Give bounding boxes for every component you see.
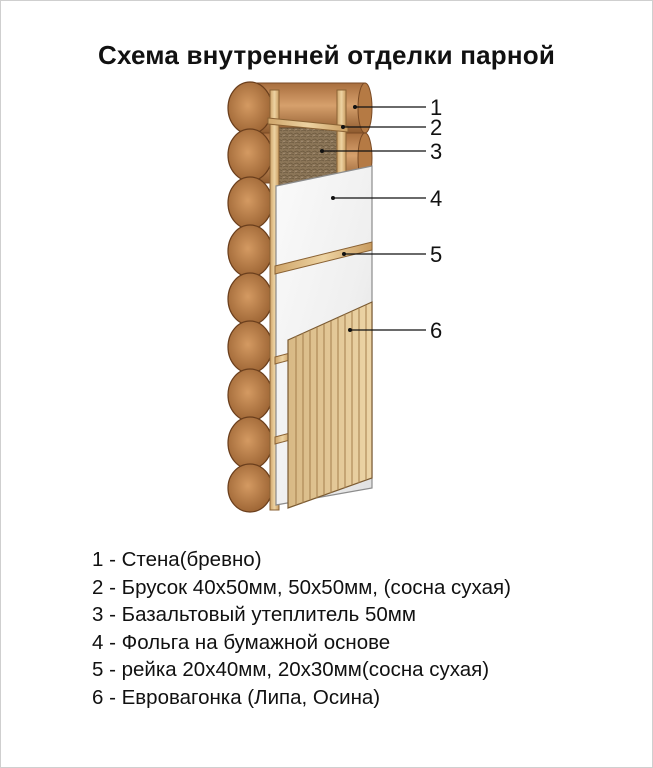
log-ends bbox=[227, 81, 273, 513]
callout-number-5: 5 bbox=[430, 242, 442, 267]
legend-item-2: 2 - Брусок 40х50мм, 50х50мм, (сосна суха… bbox=[92, 575, 511, 599]
euro-lining bbox=[287, 301, 373, 509]
callout-2: 2 bbox=[341, 115, 442, 140]
callout-4: 4 bbox=[331, 186, 442, 211]
callouts: 1 2 3 4 5 6 bbox=[320, 95, 442, 343]
callout-number-1: 1 bbox=[430, 95, 442, 120]
legend-item-5: 5 - рейка 20х40мм, 20х30мм(сосна сухая) bbox=[92, 658, 490, 681]
legend-item-4: 4 - Фольга на бумажной основе bbox=[92, 630, 391, 654]
callout-number-3: 3 bbox=[430, 139, 442, 164]
legend-item-6: 6 - Евровагонка (Липа, Осина) bbox=[92, 685, 381, 709]
callout-number-4: 4 bbox=[430, 186, 442, 211]
diagram-title: Схема внутренней отделки парной bbox=[97, 40, 556, 70]
callout-6: 6 bbox=[348, 318, 442, 343]
callout-number-2: 2 bbox=[430, 115, 442, 140]
callout-3: 3 bbox=[320, 139, 442, 164]
legend-item-3: 3 - Базальтовый утеплитель 50мм bbox=[92, 603, 416, 626]
callout-number-6: 6 bbox=[430, 318, 442, 343]
lining-board-grooves bbox=[295, 305, 367, 505]
legend-item-1: 1 - Стена(бревно) bbox=[92, 548, 262, 571]
callout-5: 5 bbox=[342, 242, 442, 267]
horizontal-slat bbox=[274, 241, 373, 445]
legend: 1 - Стена(бревно) 2 - Брусок 40х50мм, 50… bbox=[92, 546, 511, 711]
callout-1: 1 bbox=[353, 95, 442, 120]
